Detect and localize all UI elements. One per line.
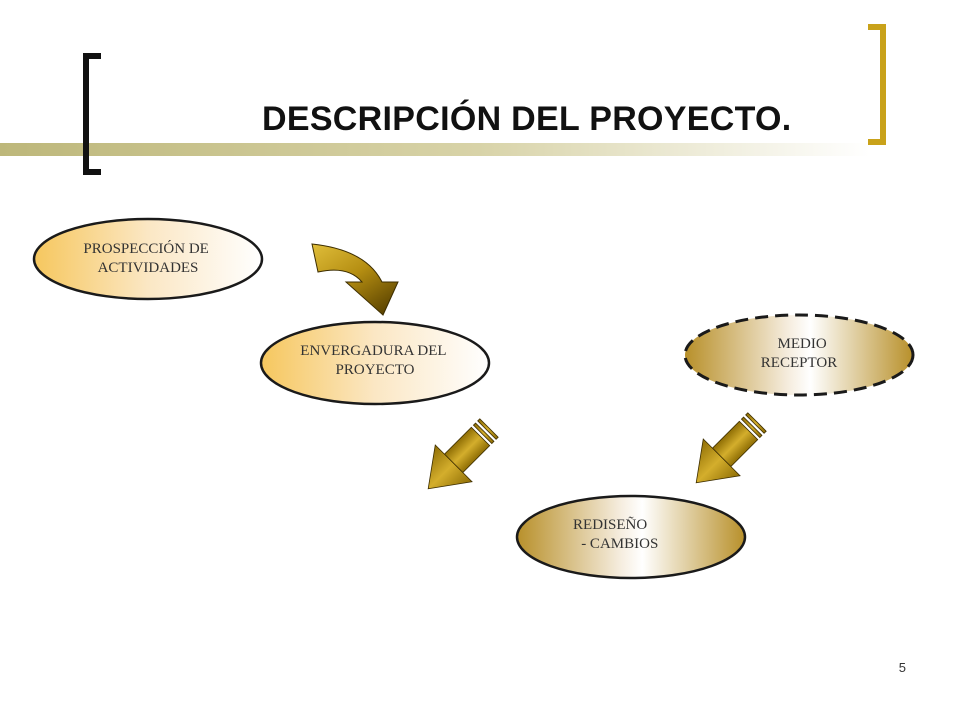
slide-title: DESCRIPCIÓN DEL PROYECTO. [262, 100, 792, 138]
svg-text:MEDIO RECEPTOR: MEDIO RECEPTOR [761, 336, 837, 371]
svg-text:ENVERGADURA DEL PROYEC: ENVERGADURA DEL PROYECTO [300, 343, 449, 378]
node-prospeccion: PROSPECCIÓN DE ACTIVIDADES [32, 217, 264, 301]
node-envergadura: ENVERGADURA DEL PROYECTO [259, 320, 491, 406]
node-prospeccion-line-1: PROSPECCIÓN DE [83, 240, 208, 257]
arrow-envergadura-to-rediseno [427, 418, 499, 490]
arrow-medio-to-rediseno [695, 412, 767, 484]
node-envergadura-line-1: ENVERGADURA DEL [300, 343, 446, 359]
node-rediseno: REDISEÑO - CAMBIOS [515, 494, 747, 580]
node-medio: MEDIO RECEPTOR [683, 313, 915, 397]
node-medio-line-2: RECEPTOR [761, 355, 837, 371]
node-medio-line-1: MEDIO [778, 336, 827, 352]
svg-text:REDISEÑO - CAMBIOS: REDISEÑO - CAMBIOS [573, 517, 685, 552]
right-bracket [868, 24, 886, 145]
page-number: 5 [898, 660, 906, 675]
node-rediseno-line-2: - CAMBIOS [577, 536, 658, 552]
left-bracket [83, 53, 101, 175]
node-rediseno-line-1: REDISEÑO [573, 517, 647, 533]
node-envergadura-line-2: PROYECTO [336, 362, 415, 378]
node-prospeccion-line-2: ACTIVIDADES [98, 260, 199, 276]
svg-text:PROSPECCIÓN DE ACTIVID: PROSPECCIÓN DE ACTIVIDADES [83, 240, 212, 276]
arrow-prospeccion-to-envergadura [311, 243, 399, 316]
header-bar [0, 143, 870, 156]
